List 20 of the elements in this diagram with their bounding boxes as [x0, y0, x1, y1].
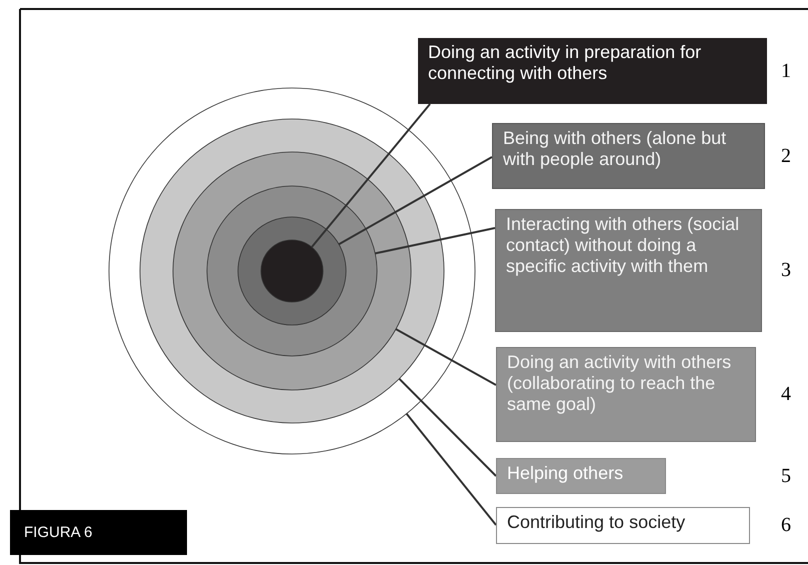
label-box: Contributing to society — [496, 507, 750, 544]
leader-line — [398, 378, 497, 477]
leader-line — [310, 103, 431, 248]
figure-caption: FIGURA 6 — [10, 510, 187, 555]
level-number: 4 — [781, 383, 791, 405]
leader-line — [338, 156, 492, 246]
level-number: 1 — [781, 60, 791, 82]
label-box: Doing an activity with others (collaborating to reach the same goal) — [496, 347, 756, 442]
center-circle — [260, 240, 324, 302]
level-number: 6 — [781, 514, 791, 536]
leader-line — [406, 413, 497, 526]
label-box: Helping others — [496, 458, 666, 494]
label-box: Doing an activity in preparation for connecting with others — [418, 38, 767, 104]
level-number: 3 — [781, 259, 791, 281]
level-number: 2 — [781, 145, 791, 167]
label-box: Interacting with others (social contact) without doing a specific activity with them — [495, 209, 762, 332]
level-number: 5 — [781, 465, 791, 487]
leader-line — [375, 227, 496, 254]
leader-line — [395, 328, 496, 386]
label-box: Being with others (alone but with people around) — [492, 123, 765, 189]
